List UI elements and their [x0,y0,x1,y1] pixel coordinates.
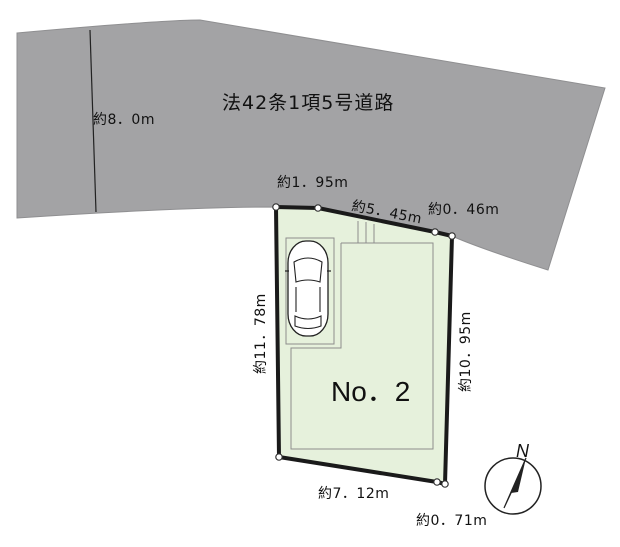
dim-right: 約10．95m [458,311,474,392]
vertex-6 [433,478,441,486]
vertex-5 [441,480,449,488]
dim-top-left: 約1．95m [277,175,348,191]
dim-top-right: 約0．46m [428,202,499,218]
parking-space [285,237,335,345]
vertex-3 [431,228,439,236]
north-arrow-icon [484,457,542,515]
dim-bottom-right: 約0．71m [416,513,487,529]
vertex-4 [448,232,456,240]
road-width-line [89,29,97,213]
building-outline [290,242,434,450]
vertex-7 [275,453,283,461]
car-icon [285,240,331,337]
road-width-label: 約8．0m [93,112,155,128]
road-area [16,19,606,271]
vertex-2 [314,204,322,212]
dim-left: 約11．78m [253,293,269,374]
vertex-1 [272,203,280,211]
road-name: 法42条1項5号道路 [222,92,394,114]
lot-name: No．2 [331,376,410,407]
dim-bottom: 約7．12m [318,486,389,502]
north-label: N [516,441,530,461]
